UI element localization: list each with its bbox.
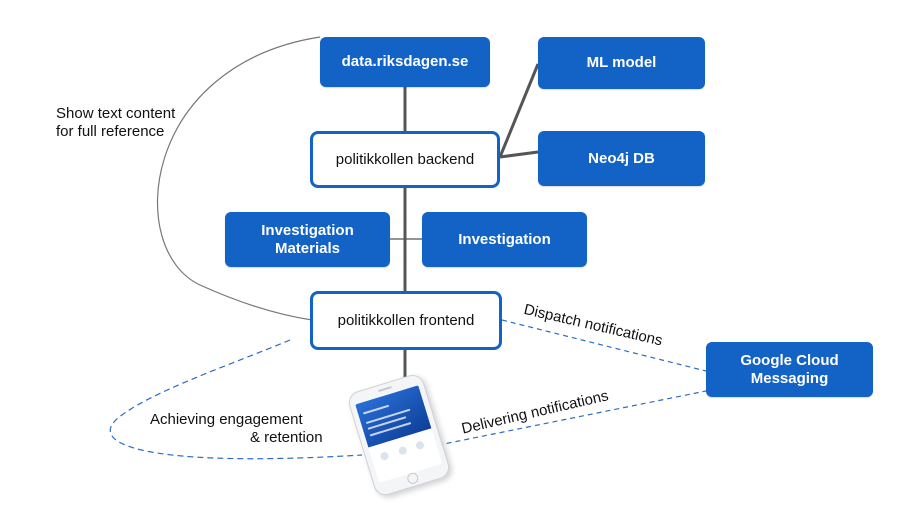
show-text-line2: for full reference — [56, 123, 165, 140]
phone-screen-dot — [397, 445, 408, 456]
engagement-label: Achieving engagement & retention — [150, 411, 323, 447]
engagement-loop — [109, 339, 363, 460]
delivering-link — [428, 390, 707, 448]
gcm-line2: Messaging — [750, 369, 829, 387]
engagement-line2: & retention — [250, 429, 323, 446]
investigation-node: Investigation — [422, 212, 587, 267]
show-text-label: Show text content for full reference — [56, 105, 175, 141]
backend-node: politikkollen backend — [310, 131, 500, 188]
ml-model-node: ML model — [538, 37, 705, 89]
link-backend-neo4j — [499, 150, 539, 159]
phone-screen-dot — [379, 451, 390, 462]
link-backend-ml — [498, 63, 540, 158]
show-text-line1: Show text content — [56, 105, 176, 122]
investigation-materials-line2: Materials — [274, 239, 341, 257]
neo4j-node: Neo4j DB — [538, 131, 705, 186]
reference-curve — [156, 36, 321, 321]
phone-screen-dot — [415, 440, 426, 451]
investigation-materials-node: Investigation Materials — [225, 212, 390, 267]
frontend-node: politikkollen frontend — [310, 291, 502, 350]
gcm-line1: Google Cloud — [740, 352, 839, 370]
gcm-node: Google Cloud Messaging — [706, 342, 873, 397]
engagement-line1: Achieving engagement — [150, 411, 303, 428]
data-source-node: data.riksdagen.se — [320, 37, 490, 87]
dispatch-link — [501, 319, 707, 372]
investigation-materials-line1: Investigation — [261, 222, 354, 240]
